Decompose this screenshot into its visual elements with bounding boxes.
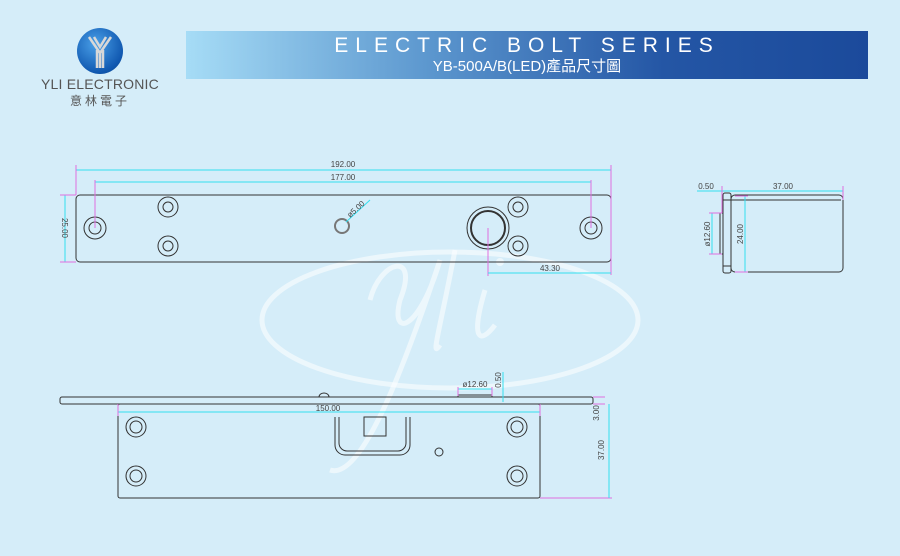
dim-height: 25.00 — [60, 218, 69, 239]
dim-led-offset: 43.30 — [540, 264, 561, 273]
dim-bolt-protrusion: 0.50 — [494, 372, 503, 388]
dim-plate-gap: 0.50 — [698, 182, 714, 191]
logo-brand-cn: 意林電子 — [69, 94, 130, 108]
logo-y-icon — [77, 28, 123, 74]
banner-subtitle: YB-500A/B(LED)產品尺寸圖 — [432, 58, 622, 75]
banner-title: ELECTRIC BOLT SERIES — [334, 34, 720, 57]
dim-body-length: 150.00 — [316, 404, 341, 413]
side-view — [719, 192, 844, 274]
dim-bolt-diameter: ø12.60 — [703, 221, 712, 246]
dim-led-hole: ø5.00 — [345, 199, 367, 220]
company-logo: YLI ELECTRONIC 意林電子 — [30, 28, 170, 109]
logo-brand: YLI ELECTRONIC — [41, 76, 159, 92]
dim-bottom-depth: 37.00 — [597, 439, 606, 460]
dim-plate-thickness: 3.00 — [592, 405, 601, 421]
front-dimensions — [60, 165, 612, 276]
side-dimensions — [697, 186, 844, 273]
dim-bottom-bolt-diameter: ø12.60 — [463, 380, 488, 389]
front-view — [75, 194, 612, 263]
dim-overall-length: 192.00 — [331, 160, 356, 169]
dim-hole-spacing: 177.00 — [331, 173, 356, 182]
title-banner: ELECTRIC BOLT SERIES YB-500A/B(LED)產品尺寸圖 — [186, 31, 868, 79]
dim-body-height: 24.00 — [736, 223, 745, 244]
yli-watermark — [259, 249, 641, 474]
bottom-view — [59, 392, 594, 499]
bottom-dimensions — [117, 372, 612, 499]
dim-side-depth: 37.00 — [773, 182, 794, 191]
